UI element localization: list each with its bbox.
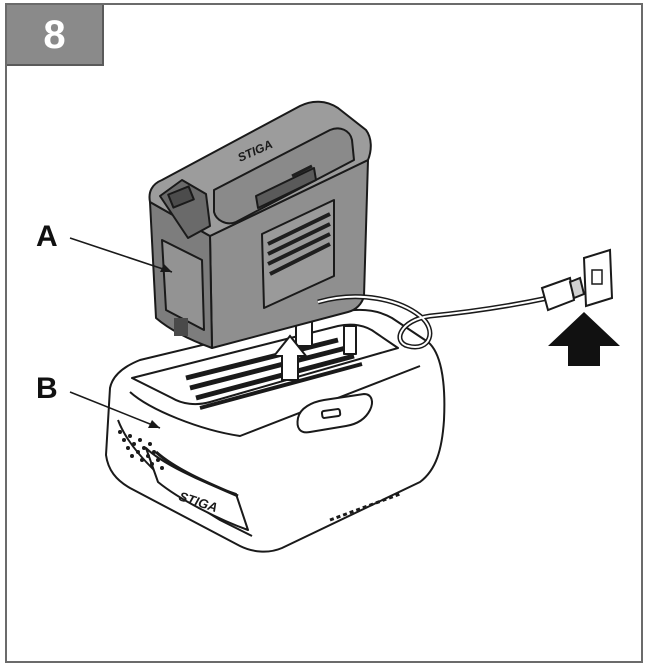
leader-line-a-head: [160, 264, 172, 272]
charger-bottom-ridge: [329, 492, 401, 522]
battery-grille: [267, 164, 331, 276]
wall-socket-icon: [582, 248, 614, 308]
charger-base: [105, 305, 446, 553]
callout-a: A: [36, 220, 58, 253]
insert-arrow-icon: [548, 312, 620, 366]
battery-pack: [148, 100, 372, 349]
charger-vents: [118, 430, 164, 470]
callout-b: B: [36, 372, 58, 405]
plug-icon: [540, 276, 586, 312]
leader-line-b: [69, 391, 161, 429]
leader-line-b-head: [148, 420, 160, 428]
step-number: 8: [43, 12, 66, 57]
step-badge: 8: [7, 5, 104, 66]
arrow-up-icon: [271, 334, 309, 381]
leader-line-a: [69, 237, 173, 273]
